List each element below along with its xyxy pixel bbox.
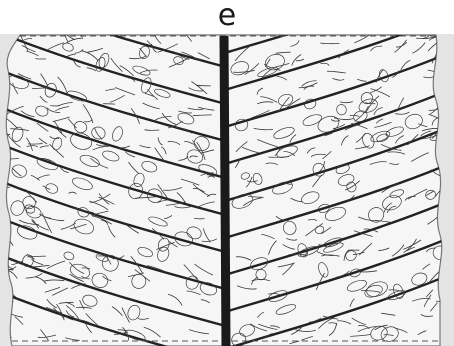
midrib xyxy=(224,36,226,346)
panel-label: e xyxy=(0,0,454,34)
